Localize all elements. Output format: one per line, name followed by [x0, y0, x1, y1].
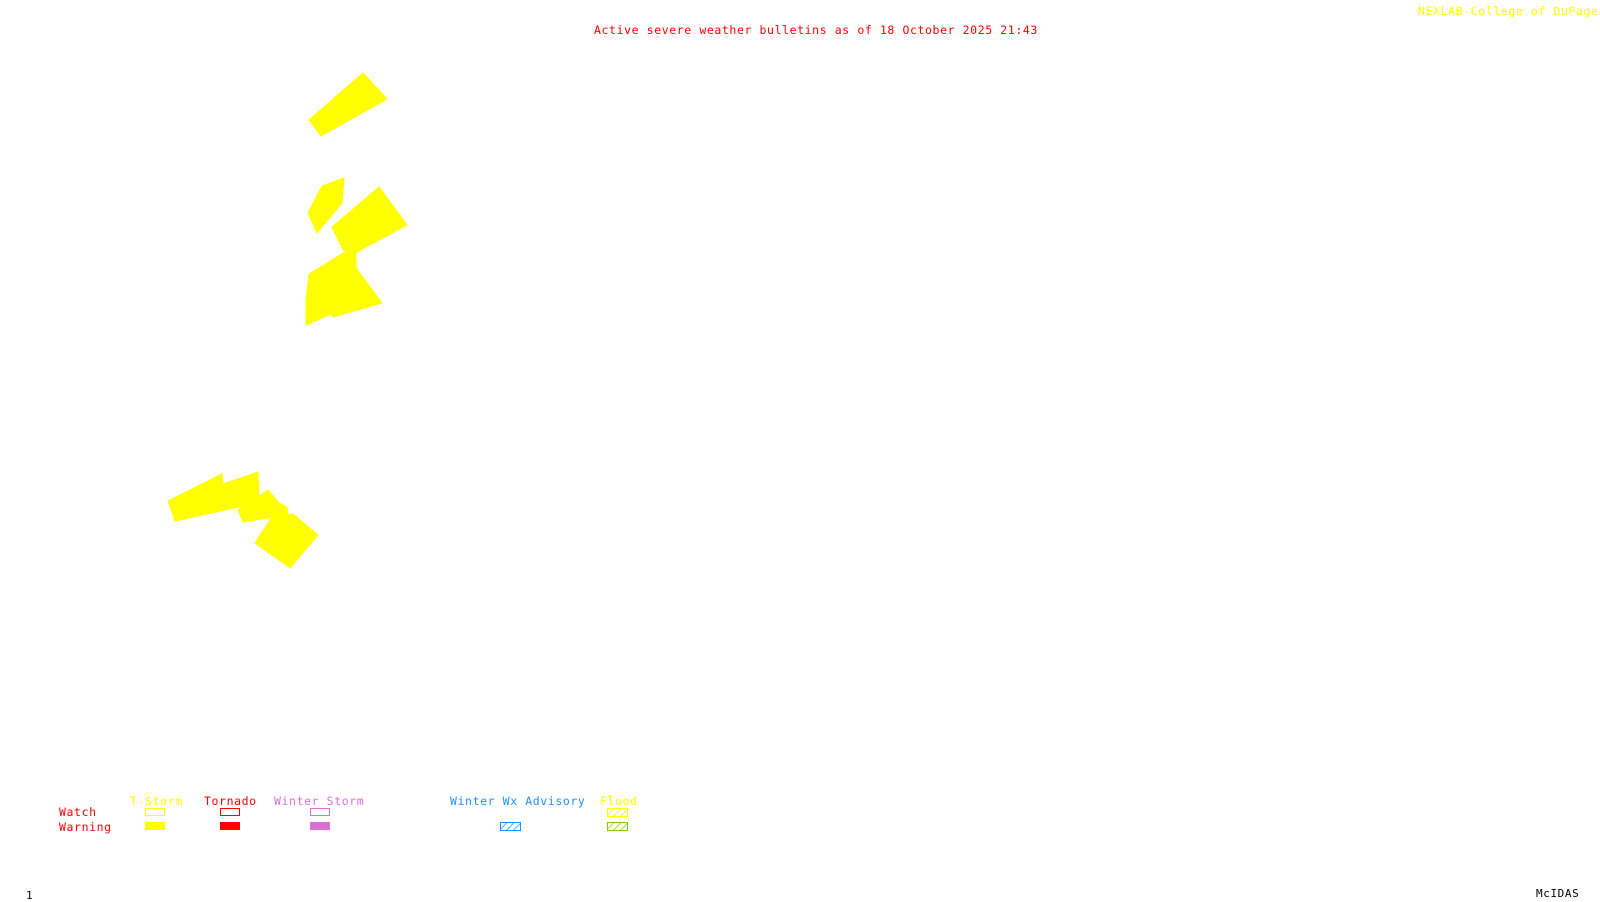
- legend-tstorm-watch-swatch: [145, 808, 165, 816]
- legend-winter-advisory-label: Winter Wx Advisory: [450, 794, 586, 808]
- tstorm-warning-polygon: [167, 471, 260, 522]
- frame-number: 1: [26, 889, 34, 902]
- bulletin-title: Active severe weather bulletins as of 18…: [594, 23, 1038, 37]
- legend-tornado-warning-swatch: [220, 822, 240, 830]
- legend-watch-label: Watch: [59, 805, 97, 819]
- legend-winter-storm-warning-swatch: [310, 822, 330, 830]
- legend-flood-warning-swatch: [607, 822, 628, 831]
- legend-warning-label: Warning: [59, 820, 112, 834]
- legend-winter-advisory-swatch: [500, 822, 521, 831]
- mcidas-brand: McIDAS: [1536, 887, 1580, 900]
- tstorm-warning-polygon: [237, 489, 289, 523]
- tstorm-warning-polygon: [331, 186, 408, 254]
- tstorm-warning-polygon: [307, 177, 345, 234]
- legend-winter-storm-label: Winter Storm: [274, 794, 365, 808]
- legend-flood-watch-swatch: [607, 808, 628, 817]
- legend-flood-label: Flood: [600, 794, 638, 808]
- credit-label: NEXLAB-College of DuPage R: [1418, 4, 1600, 18]
- tstorm-warning-polygon: [305, 251, 383, 326]
- legend-tornado-label: Tornado: [204, 794, 257, 808]
- legend-tstorm-label: T-Storm: [130, 794, 183, 808]
- tstorm-warning-polygon: [254, 513, 319, 569]
- tstorm-warning-polygon: [308, 72, 388, 137]
- legend-tornado-watch-swatch: [220, 808, 240, 816]
- legend-winter-storm-watch-swatch: [310, 808, 330, 816]
- legend-tstorm-warning-swatch: [145, 822, 165, 830]
